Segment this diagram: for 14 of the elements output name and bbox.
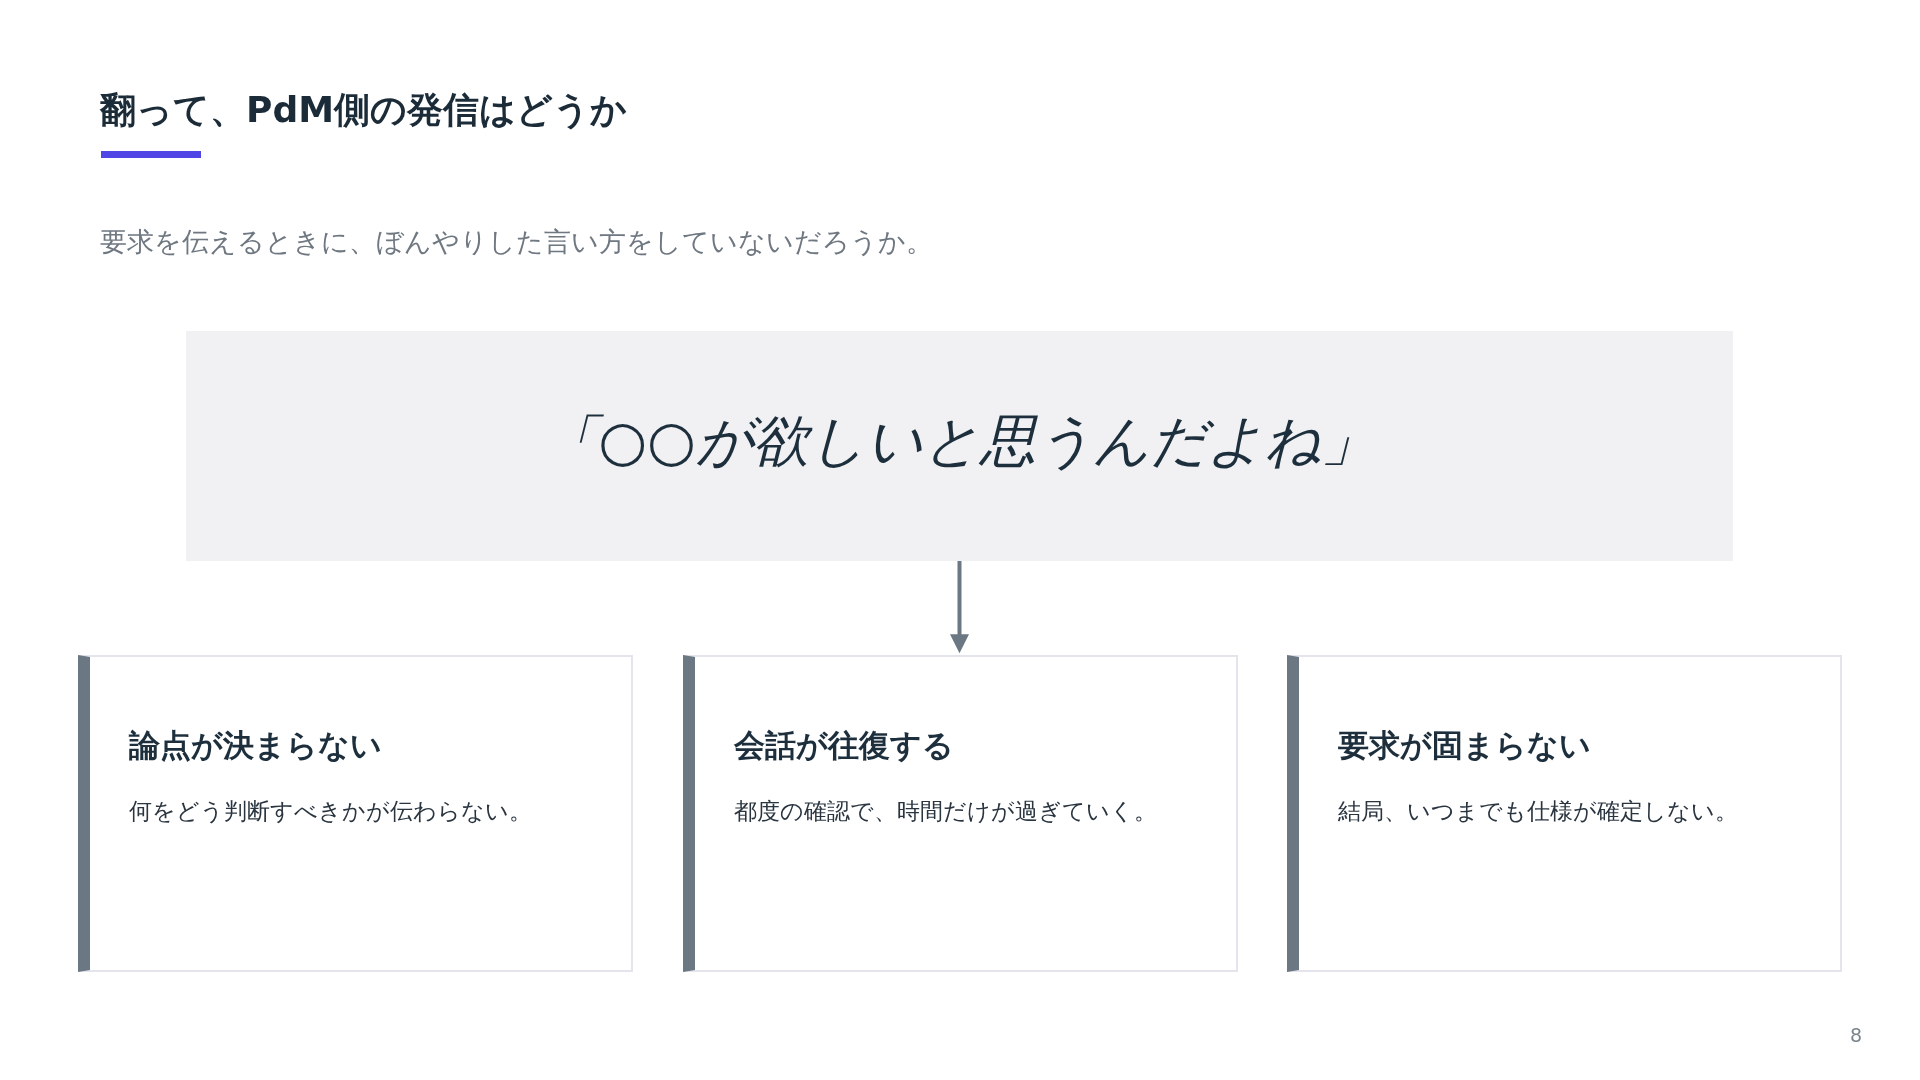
subtitle-text: 要求を伝えるときに、ぼんやりした言い方をしていないだろうか。 (100, 226, 933, 259)
quote-box: 「○○が欲しいと思うんだよね」 (186, 331, 1733, 561)
card (78, 655, 633, 972)
card-text: 都度の確認で、時間だけが過ぎていく。 (734, 797, 1157, 826)
slide-title: 翻って、PdM側の発信はどうか (100, 88, 627, 132)
card (683, 655, 1238, 972)
arrow (950, 561, 969, 654)
page-number: 8 (1849, 1024, 1862, 1047)
card-heading: 要求が固まらない (1338, 727, 1591, 765)
card-text: 結局、いつまでも仕様が確定しない。 (1338, 797, 1738, 826)
card-text: 何をどう判断すべきかが伝わらない。 (129, 797, 532, 826)
card-heading: 会話が往復する (734, 727, 954, 765)
card (1287, 655, 1842, 972)
card-heading: 論点が決まらない (129, 727, 382, 765)
